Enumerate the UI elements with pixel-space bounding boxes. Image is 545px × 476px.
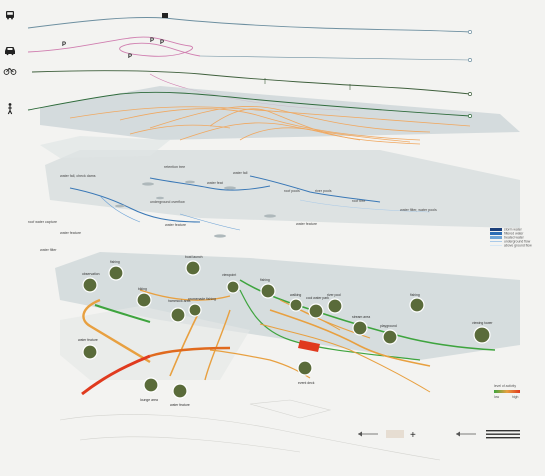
terrain-swatch-icon (386, 430, 404, 438)
bus-icon (6, 11, 14, 20)
water-label: roof tree (352, 199, 365, 203)
photo-river-pool (327, 298, 343, 314)
water-label: water feat (207, 181, 223, 185)
place-label: boat launch (185, 255, 203, 259)
water-label: water feature (165, 223, 186, 227)
arrow-line-icon (358, 431, 378, 437)
pedestrian-icon (7, 103, 13, 115)
photo-fishing (260, 283, 276, 299)
water-pools (115, 180, 276, 238)
water-label: water filter (40, 248, 57, 252)
parking-icon: P (128, 54, 132, 60)
activity-scale-low: low (494, 395, 500, 399)
place-label: fishing (410, 293, 420, 297)
legend-filtered-water: filtered water (504, 232, 524, 236)
place-label: river pool (327, 293, 341, 297)
photo-biking (136, 292, 152, 308)
parking-icon: P (160, 40, 164, 46)
photo-viewpoint (226, 280, 240, 294)
water-label: roof pools (284, 189, 300, 193)
photo-boat-launch (185, 260, 201, 276)
water-label: water filter, water pools (400, 208, 437, 212)
place-label: water feature (78, 338, 98, 342)
bus-stop-icon (162, 13, 168, 18)
place-label: stream area (352, 315, 370, 319)
place-label: hammock area (168, 299, 191, 303)
activity-photos: observation fishing boat launch viewpoin… (78, 255, 493, 407)
legend-storm-water: storm water (504, 228, 523, 232)
water-label: retention tree (164, 165, 185, 169)
place-label: event deck (298, 381, 315, 385)
ground-plane (60, 306, 250, 380)
layer-formula: + (358, 430, 520, 441)
place-label: observation (82, 272, 100, 276)
place-label: water feature (170, 403, 190, 407)
place-label: cool water park (306, 296, 329, 300)
photo-lounge-area (143, 377, 159, 393)
legend-treated-water: treated water (504, 236, 525, 240)
parking-icon: P (150, 38, 154, 44)
place-label: fishing (260, 278, 270, 282)
pedestrian-route (27, 91, 472, 118)
arrow-line-icon (456, 431, 476, 437)
bus-route (27, 13, 472, 34)
place-label: biking (138, 287, 147, 291)
water-label: underground overflow (150, 200, 185, 204)
photo-water-feature (172, 383, 188, 399)
photo-hammock-area (170, 307, 186, 323)
photo-water-feature (82, 344, 98, 360)
crowd-pattern-icon (486, 430, 520, 439)
activity-legend-title: level of activity (494, 384, 516, 388)
place-label: playground (380, 324, 397, 328)
water-label: river pools (315, 189, 332, 193)
water-label: roof water capture (28, 220, 57, 224)
legend-above-ground-flow: above ground flow (504, 244, 532, 248)
water-labels: retention tree water fall water fall, ch… (28, 165, 437, 252)
place-label: fishing (110, 260, 120, 264)
water-label: water fall, check dams (60, 174, 96, 178)
photo-promenade-fishing (188, 303, 202, 317)
place-label: promenade fishing (188, 297, 216, 301)
plus-sign: + (410, 430, 416, 441)
photo-walking (289, 298, 303, 312)
event-deck-platform (298, 340, 320, 352)
photo-stream-area (352, 320, 368, 336)
water-label: water fall (233, 171, 248, 175)
parking-icon: P (62, 42, 66, 48)
photo-playground (382, 329, 398, 345)
photo-fishing (108, 265, 124, 281)
place-label: viewing tower (472, 321, 493, 325)
water-plane (45, 150, 520, 228)
water-label: water feature (60, 231, 81, 235)
place-label: viewpoint (222, 273, 236, 277)
bicycle-icon (3, 67, 17, 75)
photo-observation (82, 277, 98, 293)
car-icon (5, 47, 15, 56)
photo-event-deck (297, 360, 313, 376)
pedestrian-plane (40, 86, 520, 140)
activity-paths (81, 279, 496, 396)
activity-legend: level of activity low high (494, 384, 520, 399)
water-flow (69, 175, 431, 231)
upper-terrace (40, 136, 170, 158)
activity-plane (55, 252, 520, 360)
photo-cool-water-park (308, 303, 324, 319)
legend-underground-flow: underground flow (504, 240, 531, 244)
car-route: P P P P (27, 36, 472, 62)
photo-fishing (409, 297, 425, 313)
water-label: water feature (296, 222, 317, 226)
water-legend: storm water filtered water treated water… (490, 228, 532, 248)
place-label: lounge area (140, 398, 158, 402)
activity-gradient-bar (494, 390, 520, 393)
ground-sketch (59, 399, 441, 461)
photo-viewing-tower (473, 326, 491, 344)
activity-scale-high: high (512, 395, 519, 399)
place-label: walking (290, 293, 301, 297)
